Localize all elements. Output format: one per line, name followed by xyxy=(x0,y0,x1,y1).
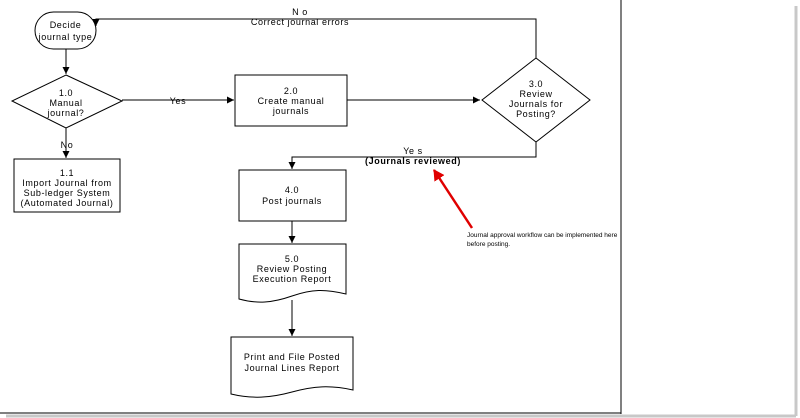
decision-manual-journal xyxy=(10,74,124,129)
decision-3-id: 3.0 xyxy=(529,79,543,89)
annotation-line2: before posting. xyxy=(467,241,510,248)
document-print-line1: Print and File Posted xyxy=(244,352,340,362)
process-1-1-line2: Sub-ledger System xyxy=(24,188,111,198)
process-create-manual-journals xyxy=(234,74,348,127)
label-yes-reviewed: Ye s xyxy=(403,146,423,156)
start-label-line2: journal type xyxy=(38,32,93,42)
decision-1-line2: journal? xyxy=(47,108,85,118)
decision-1-id: 1.0 xyxy=(59,88,73,98)
document-5-0-id: 5.0 xyxy=(285,254,299,264)
annotation-arrow xyxy=(432,169,474,229)
edge-review-no-loop xyxy=(92,18,537,58)
document-review-posting-report xyxy=(238,243,347,303)
process-import-journal xyxy=(13,158,121,213)
process-4-0-id: 4.0 xyxy=(285,185,299,195)
label-no-top: N o xyxy=(292,7,308,17)
process-1-1-line1: Import Journal from xyxy=(22,178,111,188)
process-2-0-id: 2.0 xyxy=(284,86,298,96)
document-print-line2: Journal Lines Report xyxy=(244,363,339,373)
document-print-posted-lines xyxy=(230,336,354,398)
process-4-0-line1: Post journals xyxy=(262,196,322,206)
label-journals-reviewed: (Journals reviewed) xyxy=(365,156,461,166)
process-1-1-line3: (Automated Journal) xyxy=(21,198,114,208)
document-5-0-line2: Execution Report xyxy=(253,274,332,284)
label-no-manual: No xyxy=(61,140,74,150)
decision-1-line1: Manual xyxy=(49,98,82,108)
label-yes-manual: Yes xyxy=(170,96,186,106)
process-2-0-line1: Create manual xyxy=(258,96,325,106)
start-label-line1: Decide xyxy=(50,20,82,30)
process-post-journals xyxy=(238,169,347,222)
decision-3-line1: Review xyxy=(519,89,552,99)
edge-review-yes xyxy=(288,142,537,169)
process-1-1-id: 1.1 xyxy=(60,168,74,178)
document-5-0-line1: Review Posting xyxy=(257,264,327,274)
process-2-0-line2: journals xyxy=(272,106,309,116)
decision-3-line3: Posting? xyxy=(516,109,556,119)
decision-review-journals xyxy=(481,57,591,143)
start-terminator xyxy=(34,11,97,50)
annotation-line1: Journal approval workflow can be impleme… xyxy=(467,232,618,239)
decision-3-line2: Journals for xyxy=(509,99,563,109)
label-correct-errors: Correct journal errors xyxy=(251,17,349,27)
